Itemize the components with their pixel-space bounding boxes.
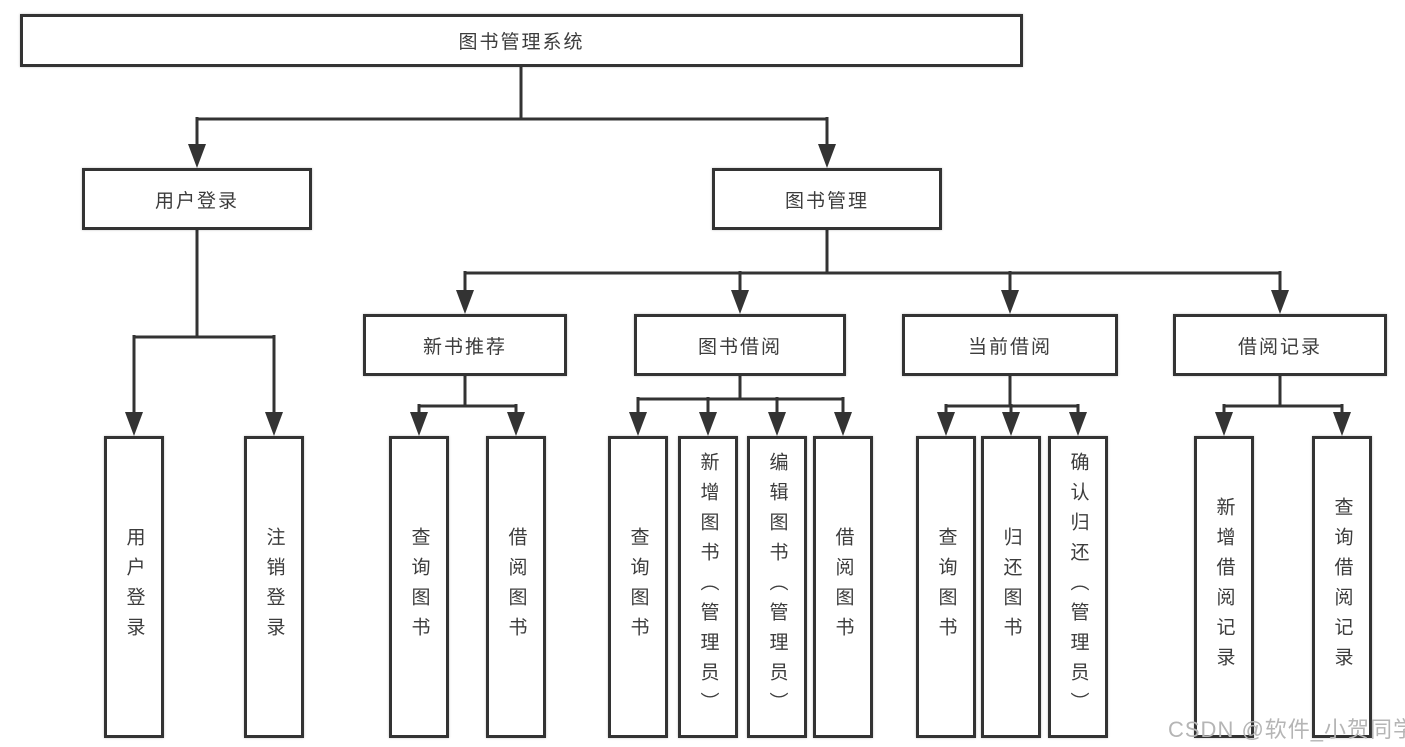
leaf-newbook-query-books: 查询图书 (389, 436, 449, 738)
leaf-current-confirm-return-label: 确认归还（管理员） (1067, 452, 1089, 722)
connector-book-borrow-children (636, 376, 845, 414)
leaf-records-query-record-label: 查询借阅记录 (1331, 497, 1353, 677)
watermark: CSDN @软件_小贺同学 (1168, 717, 1405, 742)
leaf-logout-label: 注销登录 (263, 527, 285, 647)
node-book-borrow: 图书借阅 (634, 314, 846, 376)
node-new-book-recommend: 新书推荐 (363, 314, 567, 376)
leaf-current-return-books-label: 归还图书 (1000, 527, 1022, 647)
leaf-current-return-books: 归还图书 (981, 436, 1041, 738)
leaf-borrow-borrow-books-label: 借阅图书 (832, 527, 854, 647)
leaf-records-add-record: 新增借阅记录 (1194, 436, 1254, 738)
connector-root-to-level2 (195, 67, 829, 146)
node-borrow-records: 借阅记录 (1173, 314, 1387, 376)
node-new-book-recommend-label: 新书推荐 (422, 336, 507, 358)
leaf-newbook-borrow-books: 借阅图书 (486, 436, 546, 738)
leaf-current-confirm-return: 确认归还（管理员） (1048, 436, 1108, 738)
node-user-login-label: 用户登录 (154, 190, 239, 212)
connector-book-management-children (463, 230, 1282, 292)
leaf-user-login-label: 用户登录 (123, 527, 145, 647)
leaf-newbook-query-books-label: 查询图书 (408, 527, 430, 647)
node-root-label: 图书管理系统 (458, 32, 585, 53)
leaf-records-add-record-label: 新增借阅记录 (1213, 497, 1235, 677)
node-current-borrow-label: 当前借阅 (967, 336, 1052, 358)
node-book-borrow-label: 图书借阅 (697, 336, 782, 358)
node-borrow-records-label: 借阅记录 (1237, 336, 1322, 358)
connector-new-book-children (417, 376, 518, 414)
leaf-current-query-books-label: 查询图书 (935, 527, 957, 647)
node-book-management-label: 图书管理 (784, 190, 869, 212)
leaf-borrow-add-books-label: 新增图书（管理员） (697, 452, 719, 722)
leaf-user-login: 用户登录 (104, 436, 164, 738)
connector-user-login-children (132, 230, 276, 414)
leaf-current-query-books: 查询图书 (916, 436, 976, 738)
leaf-records-query-record: 查询借阅记录 (1312, 436, 1372, 738)
node-root: 图书管理系统 (20, 14, 1023, 67)
leaf-borrow-query-books: 查询图书 (608, 436, 668, 738)
leaf-borrow-add-books: 新增图书（管理员） (678, 436, 738, 738)
leaf-borrow-borrow-books: 借阅图书 (813, 436, 873, 738)
node-current-borrow: 当前借阅 (902, 314, 1118, 376)
node-book-management: 图书管理 (712, 168, 942, 230)
leaf-borrow-query-books-label: 查询图书 (627, 527, 649, 647)
leaf-borrow-edit-books-label: 编辑图书（管理员） (766, 452, 788, 722)
connector-borrow-records-children (1222, 376, 1344, 414)
node-user-login: 用户登录 (82, 168, 312, 230)
connector-current-borrow-children (944, 376, 1080, 414)
leaf-newbook-borrow-books-label: 借阅图书 (505, 527, 527, 647)
leaf-borrow-edit-books: 编辑图书（管理员） (747, 436, 807, 738)
leaf-logout: 注销登录 (244, 436, 304, 738)
